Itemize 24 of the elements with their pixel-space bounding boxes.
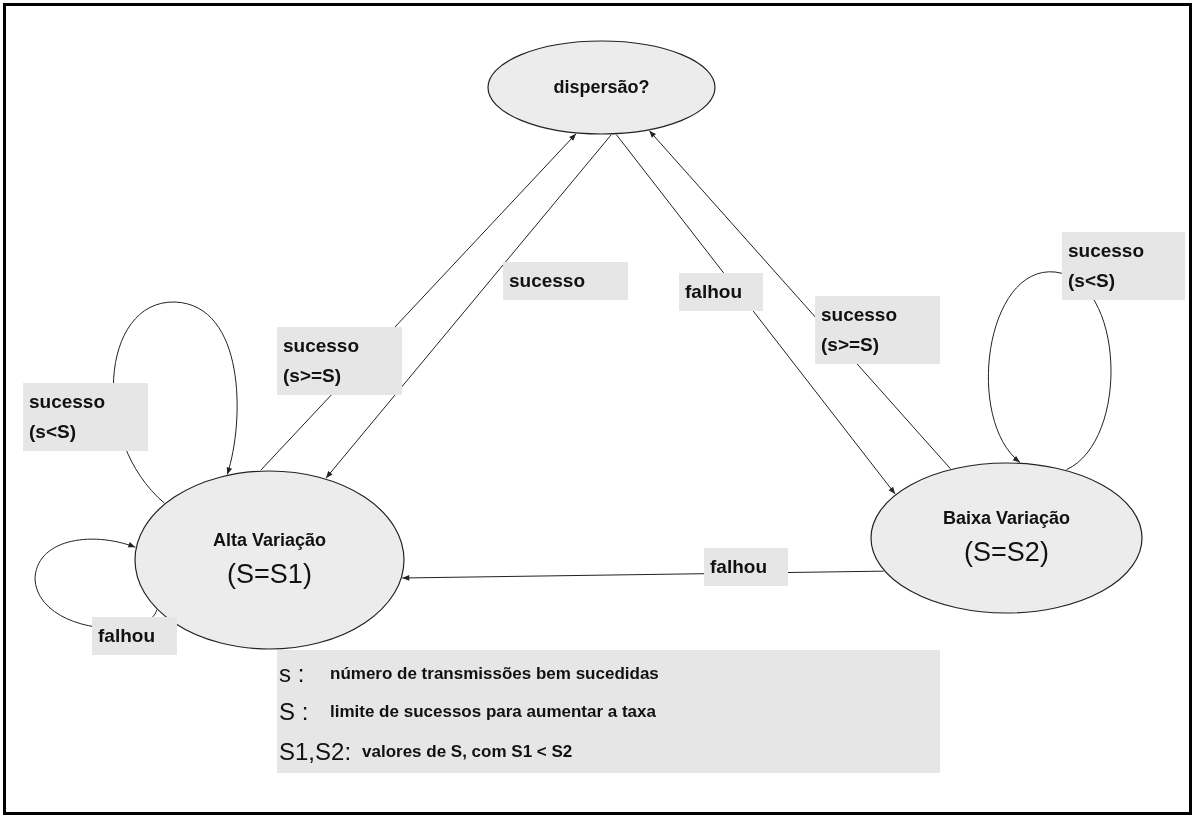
state-ellipse	[870, 462, 1143, 614]
definition-text: valores de S, com S1 < S2	[362, 742, 573, 762]
edge-label: sucesso (s>=S)	[277, 327, 402, 395]
transition-arrow	[988, 271, 1112, 471]
symbol-label: S1,S2:	[279, 738, 352, 766]
definition-text: número de transmissões bem sucedidas	[330, 664, 659, 684]
symbol-label: s :	[279, 660, 305, 688]
state-name: dispersão?	[553, 77, 650, 98]
transition-arrow	[615, 134, 896, 495]
edge-label: sucesso (s>=S)	[815, 296, 940, 364]
state-name: Baixa Variação	[942, 508, 1071, 529]
edge-label: sucesso (s<S)	[1062, 232, 1185, 300]
definition-text: limite de sucessos para aumentar a taxa	[330, 702, 656, 722]
symbol-label: S :	[279, 698, 309, 726]
state-parameter: (S=S1)	[227, 559, 312, 590]
state-ellipse	[487, 40, 716, 135]
state-name: Alta Variação	[212, 530, 327, 551]
edge-label: falhou	[92, 617, 177, 655]
state-parameter: (S=S2)	[964, 537, 1049, 568]
edge-label: sucesso	[503, 262, 628, 300]
edge-label: falhou	[679, 273, 763, 311]
edge-label: sucesso (s<S)	[23, 383, 148, 451]
edge-label: falhou	[704, 548, 788, 586]
transition-arrow	[325, 134, 612, 479]
